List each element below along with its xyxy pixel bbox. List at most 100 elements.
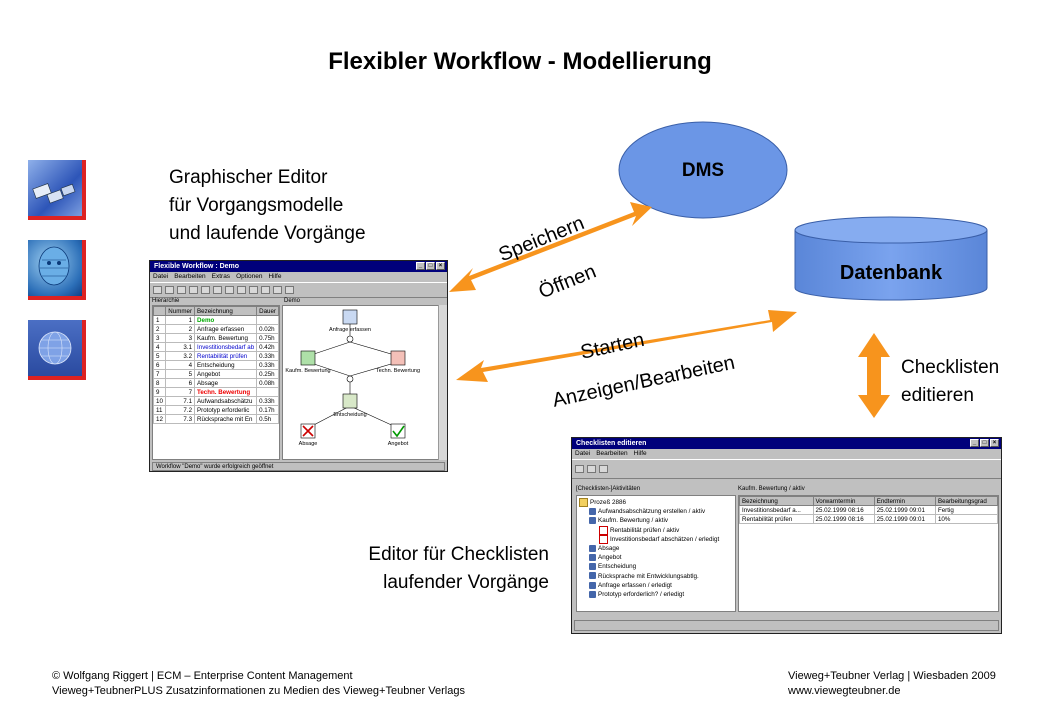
tree-item[interactable]: Rentabilität prüfen / aktiv [579,525,735,535]
maximize-icon[interactable]: □ [426,262,435,270]
join-icon[interactable] [225,286,234,294]
table-cell: Rentabilität prüfen [194,351,258,361]
col-nummer[interactable]: Nummer [165,306,196,316]
close-icon[interactable]: × [990,439,999,447]
zoom-out-icon[interactable] [273,286,282,294]
new-icon[interactable] [575,465,584,473]
export-icon[interactable] [599,465,608,473]
table-cell: Investitionsbedarf a... [739,505,814,515]
workflow-window-title: Flexible Workflow : Demo [154,263,240,270]
col-vorwarntermin[interactable]: Vorwarntermin [812,496,875,506]
graph-label: Techn. Bewertung [376,368,420,374]
tree-item[interactable]: Aufwandsabschätzung erstellen / aktiv [579,507,735,516]
close-icon[interactable]: × [436,262,445,270]
paste-icon[interactable] [189,286,198,294]
menu-hilfe[interactable]: Hilfe [633,450,647,457]
table-cell: 7 [153,369,167,379]
check-icon [392,425,405,438]
minimize-icon[interactable]: _ [416,262,425,270]
menu-bearbeiten[interactable]: Bearbeiten [174,273,206,280]
menu-hilfe[interactable]: Hilfe [268,273,282,280]
activity-icon [589,508,596,516]
col-bearbeitungsgrad[interactable]: Bearbeitungsgrad [934,496,998,506]
minimize-icon[interactable]: _ [970,439,979,447]
menu-extras[interactable]: Extras [211,273,231,280]
documents-thumbnail-icon [28,160,86,220]
footer-left: © Wolfgang Riggert | ECM – Enterprise Co… [52,669,465,699]
open-icon[interactable] [165,286,174,294]
col-bezeichnung[interactable]: Bezeichnung [194,306,258,316]
table-cell: Prototyp erforderlic [194,405,258,415]
pointer-icon[interactable] [249,286,258,294]
table-cell: 0.5h [256,414,279,424]
zoom-fit-icon[interactable] [285,286,294,294]
table-cell: 3.2 [165,351,196,361]
table-cell: 11 [153,405,167,415]
tree-item[interactable]: Rücksprache mit Entwicklungsabtlg. [579,572,735,581]
checklist-titlebar[interactable]: Checklisten editieren _□× [572,438,1001,449]
tree-item[interactable]: Kaufm. Bewertung / aktiv [579,516,735,525]
table-cell: 9 [153,387,167,397]
table-cell [256,315,279,325]
table-cell: 10 [153,396,167,406]
save-icon[interactable] [153,286,162,294]
globe-thumbnail-icon [28,320,86,380]
tree-item[interactable]: Entscheidung [579,562,735,571]
graph-split-icon [346,335,354,343]
dms-node [618,121,788,219]
menu-datei[interactable]: Datei [153,273,169,280]
col-endtermin[interactable]: Endtermin [873,496,936,506]
tree-item[interactable]: Anfrage erfassen / erledigt [579,581,735,590]
col-dauer[interactable]: Dauer [256,306,279,316]
node-icon[interactable] [201,286,210,294]
tree-item[interactable]: Prototyp erforderlich? / erledigt [579,590,735,599]
zoom-in-icon[interactable] [261,286,270,294]
workflow-titlebar[interactable]: Flexible Workflow : Demo _□× [150,261,447,272]
tree-item[interactable]: Prozeß 2886 [579,498,735,507]
maximize-icon[interactable]: □ [980,439,989,447]
check-icon[interactable] [237,286,246,294]
tree-item[interactable]: Absage [579,544,735,553]
footer-url[interactable]: www.viewegteubner.de [788,685,901,697]
starten-anzeigen-arrow [456,310,797,382]
workflow-editor-window: Flexible Workflow : Demo _□× Datei Bearb… [149,260,448,472]
graph-node-kaufm[interactable] [300,350,316,366]
activity-icon [589,563,596,571]
menu-datei[interactable]: Datei [575,450,591,457]
graph-node-anfrage[interactable] [342,309,358,325]
table-cell: 0.25h [256,369,279,379]
table-cell: 0.08h [256,378,279,388]
col-bezeichnung[interactable]: Bezeichnung [739,496,814,506]
activity-icon [589,517,596,525]
graph-node-entscheidung[interactable] [342,393,358,409]
split-icon[interactable] [213,286,222,294]
table-cell: Kaufm. Bewertung [194,333,258,343]
graph-label: Kaufm. Bewertung [285,368,330,374]
graph-node-techn[interactable] [390,350,406,366]
graph-scrollbar[interactable] [438,305,447,460]
menu-bearbeiten[interactable]: Bearbeiten [596,450,628,457]
copy-icon[interactable] [177,286,186,294]
graph-node-angebot[interactable] [390,423,406,439]
delete-icon[interactable] [587,465,596,473]
table-cell [256,387,279,397]
tree-item[interactable]: Angebot [579,553,735,562]
menu-optionen[interactable]: Optionen [236,273,263,280]
tree-item[interactable]: Investitionsbedarf abschätzen / erledigt [579,534,735,544]
